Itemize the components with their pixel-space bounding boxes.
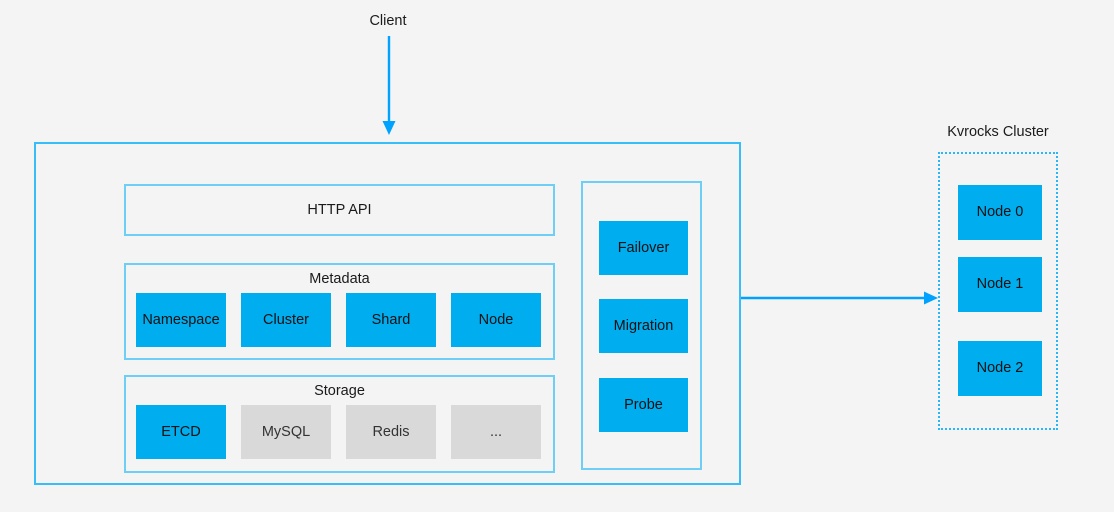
cluster-node-0[interactable]: Node 0 [958,185,1042,240]
metadata-panel: Metadata Namespace Cluster Shard Node [124,263,555,360]
storage-title: Storage [314,383,365,399]
kvrocks-cluster-label: Kvrocks Cluster [947,124,1049,140]
metadata-block-node[interactable]: Node [451,293,541,347]
client-label: Client [369,13,407,29]
operations-panel: Failover Migration Probe [581,181,702,470]
arrow-right-icon [741,291,938,305]
metadata-block-namespace[interactable]: Namespace [136,293,226,347]
storage-panel: Storage ETCD MySQL Redis ... [124,375,555,473]
operations-block-failover[interactable]: Failover [599,221,688,275]
storage-items: ETCD MySQL Redis ... [136,405,541,459]
metadata-items: Namespace Cluster Shard Node [136,293,541,347]
cluster-node-2[interactable]: Node 2 [958,341,1042,396]
storage-block-more[interactable]: ... [451,405,541,459]
storage-block-mysql[interactable]: MySQL [241,405,331,459]
cluster-node-1[interactable]: Node 1 [958,257,1042,312]
storage-block-etcd[interactable]: ETCD [136,405,226,459]
kvrocks-cluster-box: Node 0 Node 1 Node 2 [938,152,1058,430]
metadata-block-shard[interactable]: Shard [346,293,436,347]
arrow-down-icon [382,36,396,135]
metadata-title: Metadata [309,271,370,287]
storage-block-redis[interactable]: Redis [346,405,436,459]
operations-block-migration[interactable]: Migration [599,299,688,353]
operations-block-probe[interactable]: Probe [599,378,688,432]
http-api-box[interactable]: HTTP API [124,184,555,236]
metadata-block-cluster[interactable]: Cluster [241,293,331,347]
